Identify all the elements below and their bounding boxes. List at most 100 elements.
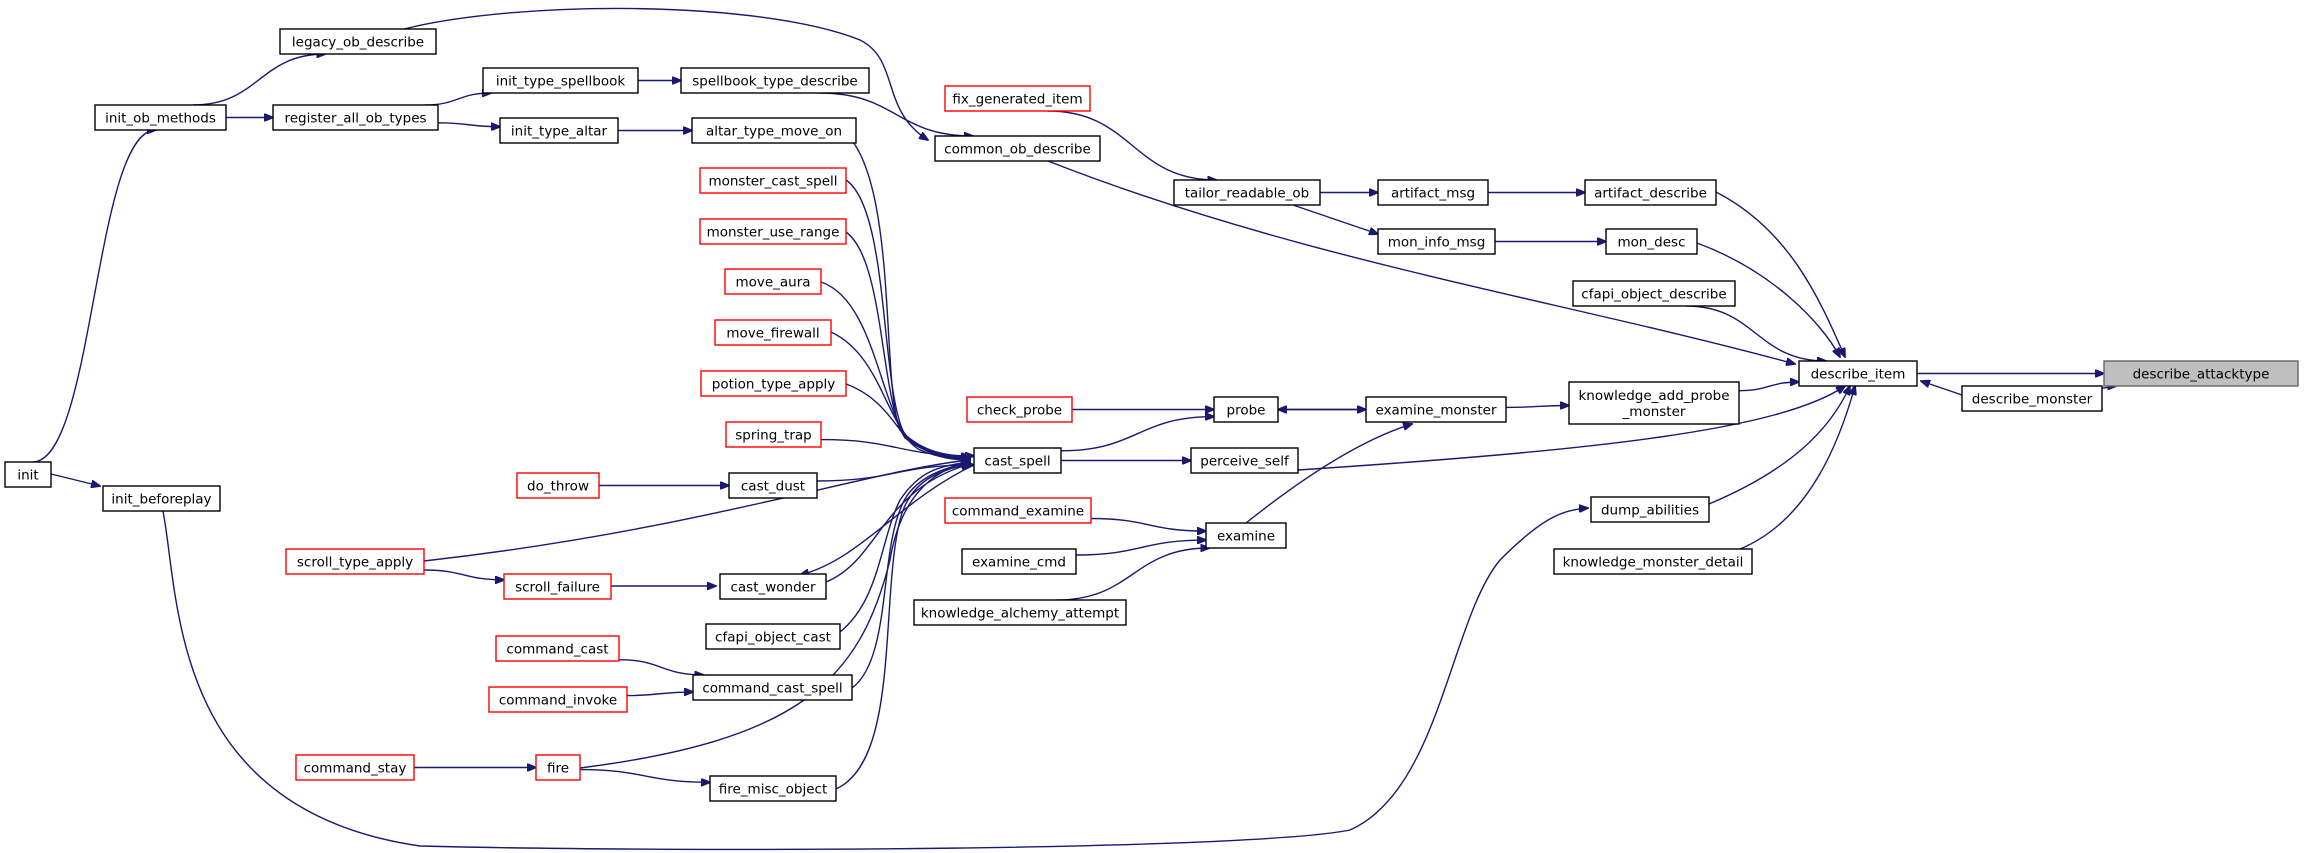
node-monster-cast-spell[interactable]: monster_cast_spell (699, 167, 847, 194)
node-fix-generated-item[interactable]: fix_generated_item (944, 85, 1091, 112)
node-check-probe[interactable]: check_probe (966, 396, 1073, 423)
node-do-throw[interactable]: do_throw (516, 472, 600, 499)
node-box[interactable] (285, 548, 425, 575)
node-init-type-spellbook[interactable]: init_type_spellbook (482, 67, 639, 94)
node-box[interactable] (944, 497, 1092, 524)
node-box[interactable] (279, 28, 437, 55)
node-cfapi-object-cast[interactable]: cfapi_object_cast (705, 623, 841, 650)
node-box[interactable] (1190, 447, 1299, 474)
node-box[interactable] (728, 472, 818, 499)
node-dump-abilities[interactable]: dump_abilities (1590, 496, 1710, 523)
node-fire-misc-object[interactable]: fire_misc_object (709, 775, 837, 802)
node-command-stay[interactable]: command_stay (295, 754, 415, 781)
node-spellbook-type-describe[interactable]: spellbook_type_describe (680, 67, 870, 94)
node-box[interactable] (961, 548, 1077, 575)
node-box[interactable] (295, 754, 415, 781)
node-init-type-altar[interactable]: init_type_altar (499, 117, 619, 144)
node-perceive-self[interactable]: perceive_self (1190, 447, 1299, 474)
node-init-ob-methods[interactable]: init_ob_methods (94, 104, 227, 131)
node-box[interactable] (973, 447, 1062, 474)
node-move-aura[interactable]: move_aura (724, 268, 822, 295)
node-box[interactable] (272, 104, 439, 131)
node-cast-wonder[interactable]: cast_wonder (719, 573, 827, 600)
node-init[interactable]: init (4, 461, 52, 488)
node-box[interactable] (102, 485, 221, 512)
node-box[interactable] (714, 319, 832, 346)
node-box[interactable] (1173, 179, 1321, 206)
node-box[interactable] (699, 167, 847, 194)
node-legacy-ob-describe[interactable]: legacy_ob_describe (279, 28, 437, 55)
node-box[interactable] (482, 67, 639, 94)
node-knowledge-add-probe-monster[interactable]: knowledge_add_probe_monster (1568, 381, 1740, 425)
node-mon-desc[interactable]: mon_desc (1605, 228, 1698, 255)
node-box[interactable] (691, 117, 857, 144)
node-examine-monster[interactable]: examine_monster (1365, 396, 1507, 423)
node-box[interactable] (1572, 280, 1736, 307)
node-mon-info-msg[interactable]: mon_info_msg (1377, 228, 1496, 255)
node-box[interactable] (1377, 228, 1496, 255)
node-register-all-ob-types[interactable]: register_all_ob_types (272, 104, 439, 131)
node-box[interactable] (2103, 360, 2299, 387)
node-scroll-failure[interactable]: scroll_failure (503, 573, 612, 600)
node-knowledge-alchemy-attempt[interactable]: knowledge_alchemy_attempt (913, 599, 1127, 626)
node-box[interactable] (692, 674, 853, 701)
node-command-cast[interactable]: command_cast (495, 635, 620, 662)
node-box[interactable] (1584, 179, 1717, 206)
node-artifact-msg[interactable]: artifact_msg (1377, 179, 1489, 206)
node-cast-dust[interactable]: cast_dust (728, 472, 818, 499)
node-box[interactable] (94, 104, 227, 131)
node-box[interactable] (913, 599, 1127, 626)
node-box[interactable] (503, 573, 612, 600)
node-artifact-describe[interactable]: artifact_describe (1584, 179, 1717, 206)
node-box[interactable] (724, 268, 822, 295)
node-init-beforeplay[interactable]: init_beforeplay (102, 485, 221, 512)
node-box[interactable] (1568, 381, 1740, 425)
node-potion-type-apply[interactable]: potion_type_apply (700, 370, 847, 397)
node-probe[interactable]: probe (1213, 396, 1279, 423)
node-box[interactable] (495, 635, 620, 662)
node-describe-item[interactable]: describe_item (1798, 360, 1918, 387)
node-command-cast-spell[interactable]: command_cast_spell (692, 674, 853, 701)
node-box[interactable] (488, 686, 628, 713)
node-examine-cmd[interactable]: examine_cmd (961, 548, 1077, 575)
node-describe-monster[interactable]: describe_monster (1961, 385, 2103, 412)
node-box[interactable] (934, 135, 1101, 162)
node-box[interactable] (1590, 496, 1710, 523)
node-box[interactable] (966, 396, 1073, 423)
node-box[interactable] (1365, 396, 1507, 423)
node-command-examine[interactable]: command_examine (944, 497, 1092, 524)
node-spring-trap[interactable]: spring_trap (725, 421, 822, 448)
node-monster-use-range[interactable]: monster_use_range (699, 218, 847, 245)
node-examine[interactable]: examine (1205, 522, 1287, 549)
node-box[interactable] (1377, 179, 1489, 206)
node-move-firewall[interactable]: move_firewall (714, 319, 832, 346)
node-box[interactable] (709, 775, 837, 802)
node-box[interactable] (1961, 385, 2103, 412)
node-box[interactable] (1605, 228, 1698, 255)
node-fire[interactable]: fire (535, 754, 581, 781)
node-box[interactable] (699, 218, 847, 245)
node-box[interactable] (1213, 396, 1279, 423)
node-box[interactable] (705, 623, 841, 650)
node-cast-spell[interactable]: cast_spell (973, 447, 1062, 474)
node-box[interactable] (719, 573, 827, 600)
node-box[interactable] (725, 421, 822, 448)
node-box[interactable] (516, 472, 600, 499)
node-cfapi-object-describe[interactable]: cfapi_object_describe (1572, 280, 1736, 307)
node-box[interactable] (1205, 522, 1287, 549)
node-tailor-readable-ob[interactable]: tailor_readable_ob (1173, 179, 1321, 206)
node-scroll-type-apply[interactable]: scroll_type_apply (285, 548, 425, 575)
node-altar-type-move-on[interactable]: altar_type_move_on (691, 117, 857, 144)
node-knowledge-monster-detail[interactable]: knowledge_monster_detail (1553, 548, 1753, 575)
node-box[interactable] (680, 67, 870, 94)
node-box[interactable] (1798, 360, 1918, 387)
node-box[interactable] (700, 370, 847, 397)
node-box[interactable] (499, 117, 619, 144)
node-box[interactable] (1553, 548, 1753, 575)
node-box[interactable] (535, 754, 581, 781)
node-box[interactable] (4, 461, 52, 488)
node-common-ob-describe[interactable]: common_ob_describe (934, 135, 1101, 162)
node-box[interactable] (944, 85, 1091, 112)
node-describe-attacktype[interactable]: describe_attacktype (2103, 360, 2299, 387)
node-command-invoke[interactable]: command_invoke (488, 686, 628, 713)
